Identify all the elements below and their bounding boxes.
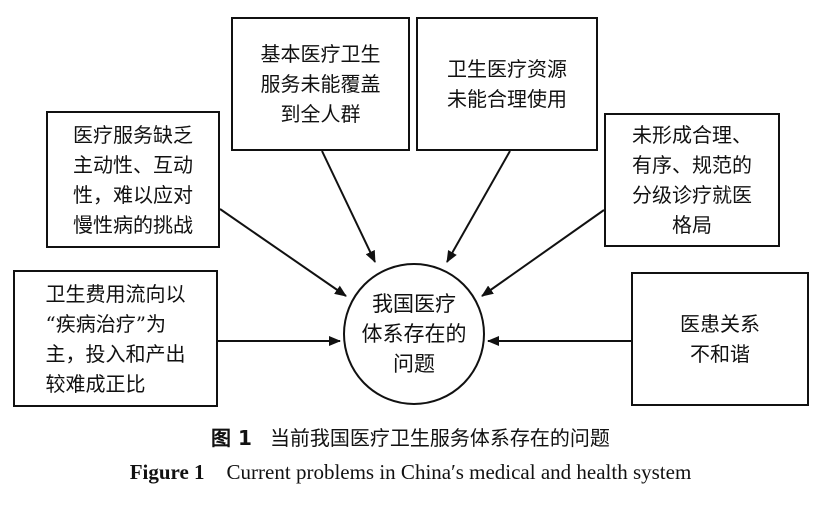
figure-caption-chinese: 图 1 当前我国医疗卫生服务体系存在的问题 (0, 424, 821, 452)
box-text-line: 未能合理使用 (447, 87, 567, 111)
box-text-line: 主动性、互动 (73, 152, 193, 177)
figure-label-english: Figure 1 (129, 460, 205, 484)
center-text-line: 问题 (393, 352, 435, 376)
box-text-line: 卫生费用流向以 (45, 281, 186, 306)
problem-box-tiered: 未形成合理、 有序、规范的 分级诊疗就医 格局 (604, 113, 780, 247)
center-text-line: 体系存在的 (361, 322, 467, 346)
box-text-line: 性，难以应对 (73, 182, 193, 207)
box-text-line: 到全人群 (280, 102, 361, 126)
box-text-line: 医疗服务缺乏 (73, 122, 193, 147)
box-text-line: 慢性病的挑战 (73, 212, 193, 237)
box-text-line: 医患关系 (680, 312, 760, 336)
central-problem-node: 我国医疗 体系存在的 问题 (343, 263, 485, 405)
figure-title-english: Current problems in China′s medical and … (226, 460, 692, 484)
problem-box-coverage: 基本医疗卫生 服务未能覆盖 到全人群 (231, 17, 410, 151)
box-text-line: 格局 (672, 213, 712, 237)
arrow-coverage (321, 150, 376, 263)
figure-title-chinese: 当前我国医疗卫生服务体系存在的问题 (269, 426, 610, 450)
box-text-line: 有序、规范的 (632, 153, 752, 177)
box-text-line: 较难成正比 (45, 371, 146, 396)
box-text-line: 主，投入和产出 (45, 341, 186, 366)
problem-box-resources: 卫生医疗资源 未能合理使用 (416, 17, 598, 151)
box-text-line: 基本医疗卫生 (260, 42, 381, 66)
box-text-line: 不和谐 (690, 342, 750, 366)
figure-label-chinese: 图 1 (211, 426, 252, 450)
box-text-line: 未形成合理、 (632, 123, 752, 147)
arrow-resources (446, 150, 511, 263)
center-text-line: 我国医疗 (372, 292, 456, 316)
box-text-line: 服务未能覆盖 (260, 72, 381, 96)
arrow-tiered (481, 209, 605, 297)
box-text-line: 分级诊疗就医 (632, 183, 752, 207)
problem-box-initiative: 医疗服务缺乏 主动性、互动 性，难以应对 慢性病的挑战 (46, 111, 220, 248)
box-text-line: 卫生医疗资源 (447, 57, 567, 81)
arrow-initiative (219, 208, 347, 297)
problem-box-funding: 卫生费用流向以 “疾病治疗”为 主，投入和产出 较难成正比 (13, 270, 218, 407)
figure-caption-english: Figure 1 Current problems in China′s medi… (0, 458, 821, 486)
problem-box-relations: 医患关系 不和谐 (631, 272, 809, 406)
box-text-line: “疾病治疗”为 (45, 311, 166, 336)
